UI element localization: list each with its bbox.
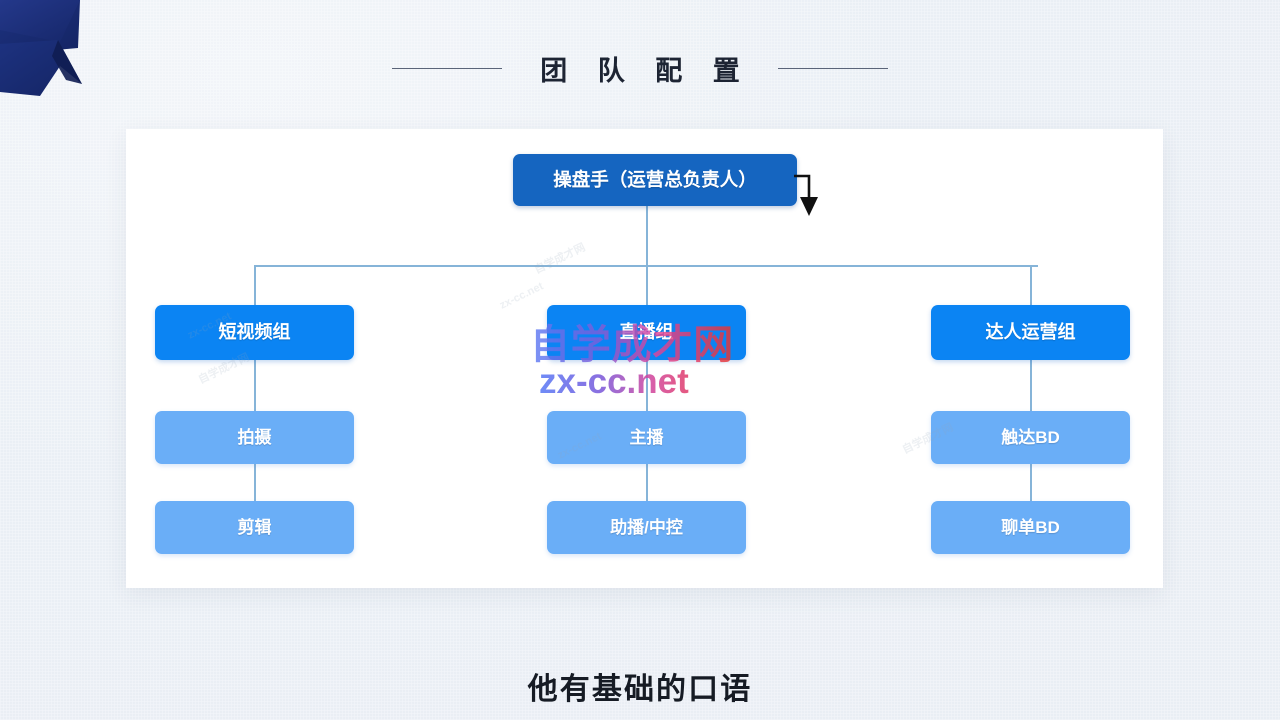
org-node-group-2[interactable]: 直播组 xyxy=(547,305,746,360)
connector-col1-group-to-m1 xyxy=(254,359,256,413)
connector-col3-group-to-m1 xyxy=(1030,359,1032,413)
connector-bus-to-col3 xyxy=(1030,265,1032,305)
connector-col2-m1-to-m2 xyxy=(646,459,648,503)
connector-bus-to-col2 xyxy=(646,265,648,305)
connector-col3-m1-to-m2 xyxy=(1030,459,1032,503)
connector-bus-to-col1 xyxy=(254,265,256,305)
org-node-member-3-2[interactable]: 聊单BD xyxy=(931,501,1130,554)
org-node-member-2-1[interactable]: 主播 xyxy=(547,411,746,464)
org-node-root[interactable]: 操盘手（运营总负责人） xyxy=(513,154,797,206)
page-title: 团 队 配 置 xyxy=(540,55,752,86)
org-node-group-3[interactable]: 达人运营组 xyxy=(931,305,1130,360)
org-node-group-1[interactable]: 短视频组 xyxy=(155,305,354,360)
org-node-member-1-2[interactable]: 剪辑 xyxy=(155,501,354,554)
org-node-member-1-1[interactable]: 拍摄 xyxy=(155,411,354,464)
header-rule-right xyxy=(777,67,888,69)
org-chart: 操盘手（运营总负责人） 短视频组 拍摄 剪辑 直播组 主播 助播/中控 达人运营… xyxy=(126,129,1163,588)
slide-caption: 他有基础的口语 xyxy=(527,673,753,706)
org-node-member-2-2[interactable]: 助播/中控 xyxy=(547,501,746,554)
slide-header: 团 队 配 置 xyxy=(0,42,1280,94)
connector-root-down xyxy=(646,205,648,266)
header-rule-left xyxy=(392,67,503,69)
org-node-member-3-1[interactable]: 触达BD xyxy=(931,411,1130,464)
connector-col2-group-to-m1 xyxy=(646,359,648,413)
connector-col1-m1-to-m2 xyxy=(254,459,256,503)
